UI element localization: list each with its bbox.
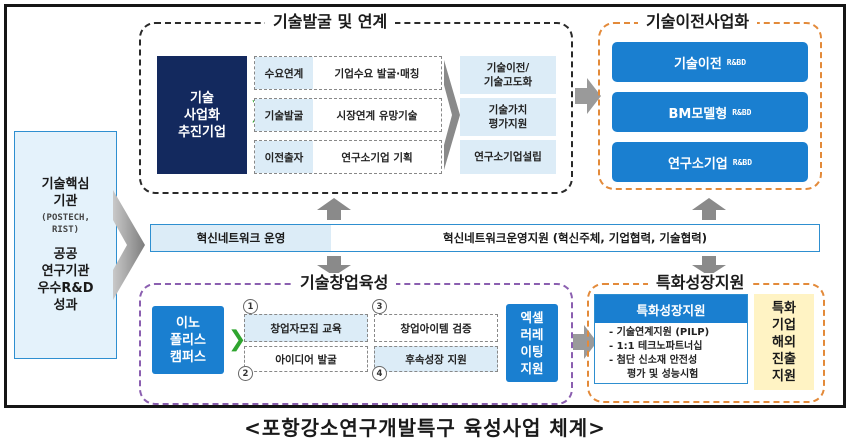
chevron-arrow-icon [444, 60, 460, 170]
left-line3: 공공 [53, 247, 78, 262]
acc-line1: 엑셀 [520, 310, 544, 325]
right1-line2: 기술고도화 [483, 76, 533, 88]
tech-transfer-upgrade-box: 기술이전/ 기술고도화 [460, 56, 556, 94]
right3-line1: 연구소기업설립 [474, 151, 542, 163]
bullet-material-safety: - 첨단 신소재 안전성 [609, 355, 698, 366]
left-line1: 기술핵심 [41, 177, 90, 192]
chevron-right-icon: ❯ [228, 327, 247, 352]
step-number-1: 1 [243, 299, 258, 314]
specialized-support-panel: 특화성장지원 - 기술연계지원 (PILP) - 1:1 테크노파트너십 - 첨… [594, 294, 748, 384]
btn-label: BM모델형 [668, 106, 728, 122]
btn-tag: R&BD [732, 107, 752, 117]
row-demand: 수요연계 기업수요 발굴·매칭 [254, 56, 442, 90]
side-line5: 지원 [772, 368, 796, 384]
step-idea-discovery: 아이디어 발굴 [244, 346, 368, 372]
left-line2: 기관 [53, 194, 78, 209]
network-label: 혁신네트워크 운영 [151, 225, 331, 251]
btn-tag: R&BD [726, 57, 747, 67]
side-line3: 해외 [772, 334, 796, 350]
left-sub: (POSTECH, RIST) [41, 212, 90, 236]
step-number-4: 4 [372, 366, 387, 381]
bm-model-rbd: BM모델형 R&BD [612, 92, 808, 132]
right1-line1: 기술이전/ [486, 62, 530, 74]
step-number-2: 2 [238, 366, 253, 381]
left-sub2: RIST) [51, 225, 80, 235]
accelerating-support-box: 엑셀 러레 이팅 지원 [506, 304, 558, 382]
bullet-performance-test: 평가 및 성능시험 [627, 369, 699, 380]
figure-caption: <포항강소연구개발특구 육성사업 체계> [244, 415, 606, 440]
acc-line2: 러레 [520, 327, 544, 342]
left-line6: 성과 [53, 298, 78, 313]
row-desc: 시장연계 유망기술 [336, 109, 418, 122]
btn-label: 기술이전 [673, 56, 722, 72]
navy-line3: 추진기업 [178, 124, 226, 140]
up-arrow-icon [317, 198, 351, 220]
row-label: 수요연계 [255, 57, 313, 89]
acc-line4: 지원 [520, 361, 544, 376]
row-desc: 연구소기업 기획 [341, 151, 413, 164]
inno-line3: 캠퍼스 [170, 349, 206, 365]
discovery-title: 기술발굴 및 연계 [265, 12, 396, 32]
up-arrow-icon [692, 198, 726, 220]
step-number-3: 3 [372, 299, 387, 314]
specialized-header: 특화성장지원 [595, 295, 747, 323]
arrow-to-transfer [575, 78, 601, 114]
side-line2: 기업 [772, 317, 796, 333]
overseas-expansion-box: 특화 기업 해외 진출 지원 [754, 294, 814, 390]
commercialization-company-box: 기술 사업화 추진기업 [157, 56, 247, 174]
network-desc: 혁신네트워크운영지원 (혁신주체, 기업협력, 기술협력) [442, 231, 708, 245]
transfer-title: 기술이전사업화 [638, 12, 758, 32]
bullet-technopartner: - 1:1 테크노파트너십 [609, 341, 703, 352]
inno-line1: 이노 [176, 315, 200, 331]
flow-arrow-right [113, 190, 145, 300]
row-desc: 기업수요 발굴·매칭 [334, 67, 420, 80]
startup-title: 기술창업육성 [292, 273, 397, 293]
specialized-title: 특화성장지원 [648, 273, 753, 293]
bullet-pilp: - 기술연계지원 (PILP) [609, 327, 710, 338]
research-company-setup-box: 연구소기업설립 [460, 140, 556, 174]
navy-line1: 기술 [190, 90, 214, 106]
left-sub1: (POSTECH, [41, 213, 90, 223]
btn-label: 연구소기업 [667, 156, 728, 172]
right2-line2: 평가지원 [488, 118, 528, 130]
btn-tag: R&BD [732, 157, 753, 167]
research-company-rbd: 연구소기업 R&BD [612, 142, 808, 182]
down-arrow-icon [317, 256, 351, 276]
right2-line1: 기술가치 [488, 104, 528, 116]
down-arrow-icon [692, 256, 726, 276]
step-recruit-education: 창업자모집 교육 [244, 314, 368, 342]
core-institutions-box: 기술핵심 기관 (POSTECH, RIST) 공공 연구기관 우수R&D 성과 [14, 131, 117, 359]
row-discovery: 기술발굴 시장연계 유망기술 [254, 98, 442, 132]
tech-valuation-box: 기술가치 평가지원 [460, 98, 556, 136]
innopolis-campus-box: 이노 폴리스 캠퍼스 [152, 306, 224, 374]
navy-line2: 사업화 [184, 107, 220, 123]
row-label: 기술발굴 [255, 99, 313, 131]
row-transfer: 이전출자 연구소기업 기획 [254, 140, 442, 174]
step-item-validation: 창업아이템 검증 [374, 314, 498, 342]
inno-line2: 폴리스 [170, 332, 206, 348]
left-line5: 우수R&D [37, 281, 94, 296]
tech-transfer-rbd: 기술이전 R&BD [612, 42, 808, 82]
arrow-to-specialized [573, 325, 597, 359]
side-line4: 진출 [772, 351, 796, 367]
step-follow-up-support: 후속성장 지원 [374, 346, 498, 372]
acc-line3: 이팅 [520, 344, 544, 359]
side-line1: 특화 [772, 300, 796, 316]
row-label: 이전출자 [255, 141, 313, 173]
left-line4: 연구기관 [41, 264, 90, 279]
innovation-network-bar: 혁신네트워크 운영 혁신네트워크운영지원 (혁신주체, 기업협력, 기술협력) [150, 224, 820, 252]
specialized-bullets: - 기술연계지원 (PILP) - 1:1 테크노파트너십 - 첨단 신소재 안… [595, 323, 747, 382]
